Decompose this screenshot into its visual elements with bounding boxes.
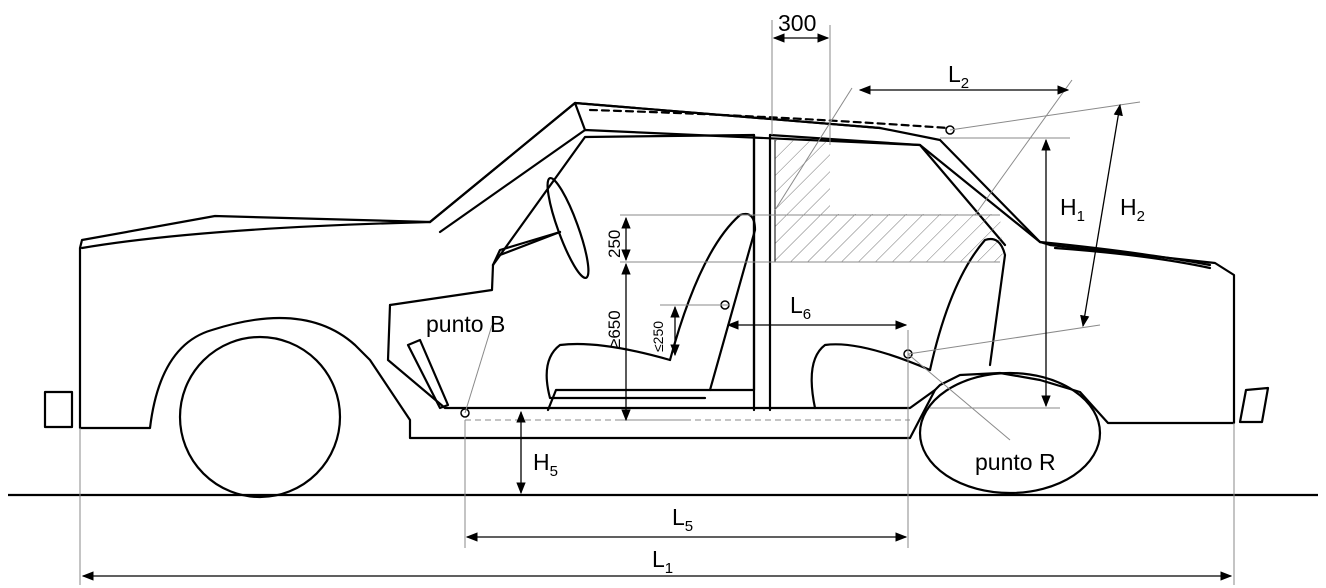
steering-wheel	[498, 176, 590, 280]
label-punto-R: punto R	[975, 449, 1056, 475]
label-H5: H5	[533, 449, 558, 480]
rear-seat	[810, 237, 1007, 410]
dimension-arrows	[81, 33, 1233, 581]
extension-lines	[79, 20, 1235, 585]
label-300: 300	[778, 10, 816, 36]
label-H1: H1	[1060, 194, 1085, 225]
label-250-upper: 250	[605, 230, 624, 258]
label-L5: L5	[672, 504, 693, 535]
label-L1: L1	[652, 546, 673, 577]
labels: 300 L2 H1 H2 250 ≥650 ≤250 L6 punto B pu…	[426, 10, 1145, 577]
label-650: ≥650	[605, 310, 624, 348]
window-frames	[388, 133, 1007, 412]
car-body	[78, 101, 1236, 440]
label-punto-B: punto B	[426, 311, 505, 337]
dim-H2-arrow	[1080, 103, 1123, 328]
front-wheel	[178, 335, 342, 499]
label-250-lower: ≤250	[650, 321, 666, 352]
wheels	[178, 335, 1102, 499]
label-H2: H2	[1120, 194, 1145, 225]
front-seat	[545, 212, 757, 400]
bumpers	[43, 386, 1270, 429]
reference-points	[460, 125, 955, 418]
rear-wheel	[918, 371, 1102, 495]
label-L6: L6	[790, 292, 811, 323]
hatched-zone	[774, 140, 1003, 262]
label-L2: L2	[948, 61, 969, 92]
